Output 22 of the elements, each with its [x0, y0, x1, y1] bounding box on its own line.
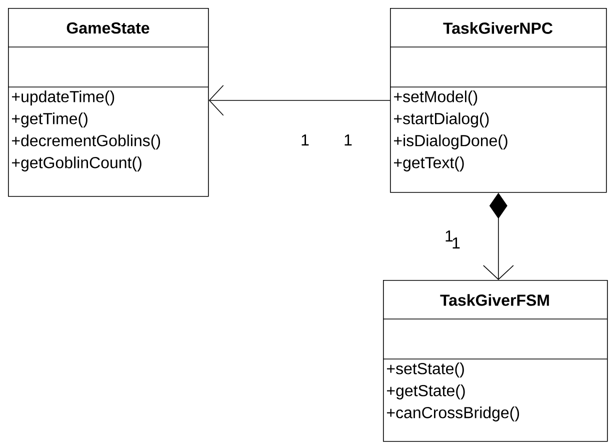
association-arrow: [208, 85, 390, 116]
class-name: GameState: [66, 22, 150, 34]
method-name: +getText(): [394, 156, 464, 172]
method-name: +decrementGoblins(): [12, 134, 160, 150]
method-name: +setModel(): [394, 90, 478, 106]
method-name: +isDialogDone(): [394, 134, 508, 150]
method-name: +canCrossBridge(): [386, 406, 519, 422]
multiplicity-label: 1: [446, 230, 453, 242]
method-name: +updateTime(): [12, 90, 114, 106]
multiplicity-label: 1: [344, 134, 352, 146]
multiplicity-label: 1: [452, 238, 460, 248]
class-box: [382, 280, 608, 442]
class-name: TaskGiverNPC: [443, 22, 553, 34]
method-name: +startDialog(): [394, 112, 489, 128]
method-name: +getGoblinCount(): [12, 156, 142, 172]
class-name: TaskGiverFSM: [440, 294, 549, 306]
class-box: [8, 8, 209, 197]
multiplicity-label: 1: [302, 134, 309, 146]
method-name: +getTime(): [12, 112, 88, 128]
method-name: +setState(): [386, 362, 464, 378]
class-box: [390, 8, 607, 193]
method-name: +getState(): [386, 384, 465, 400]
